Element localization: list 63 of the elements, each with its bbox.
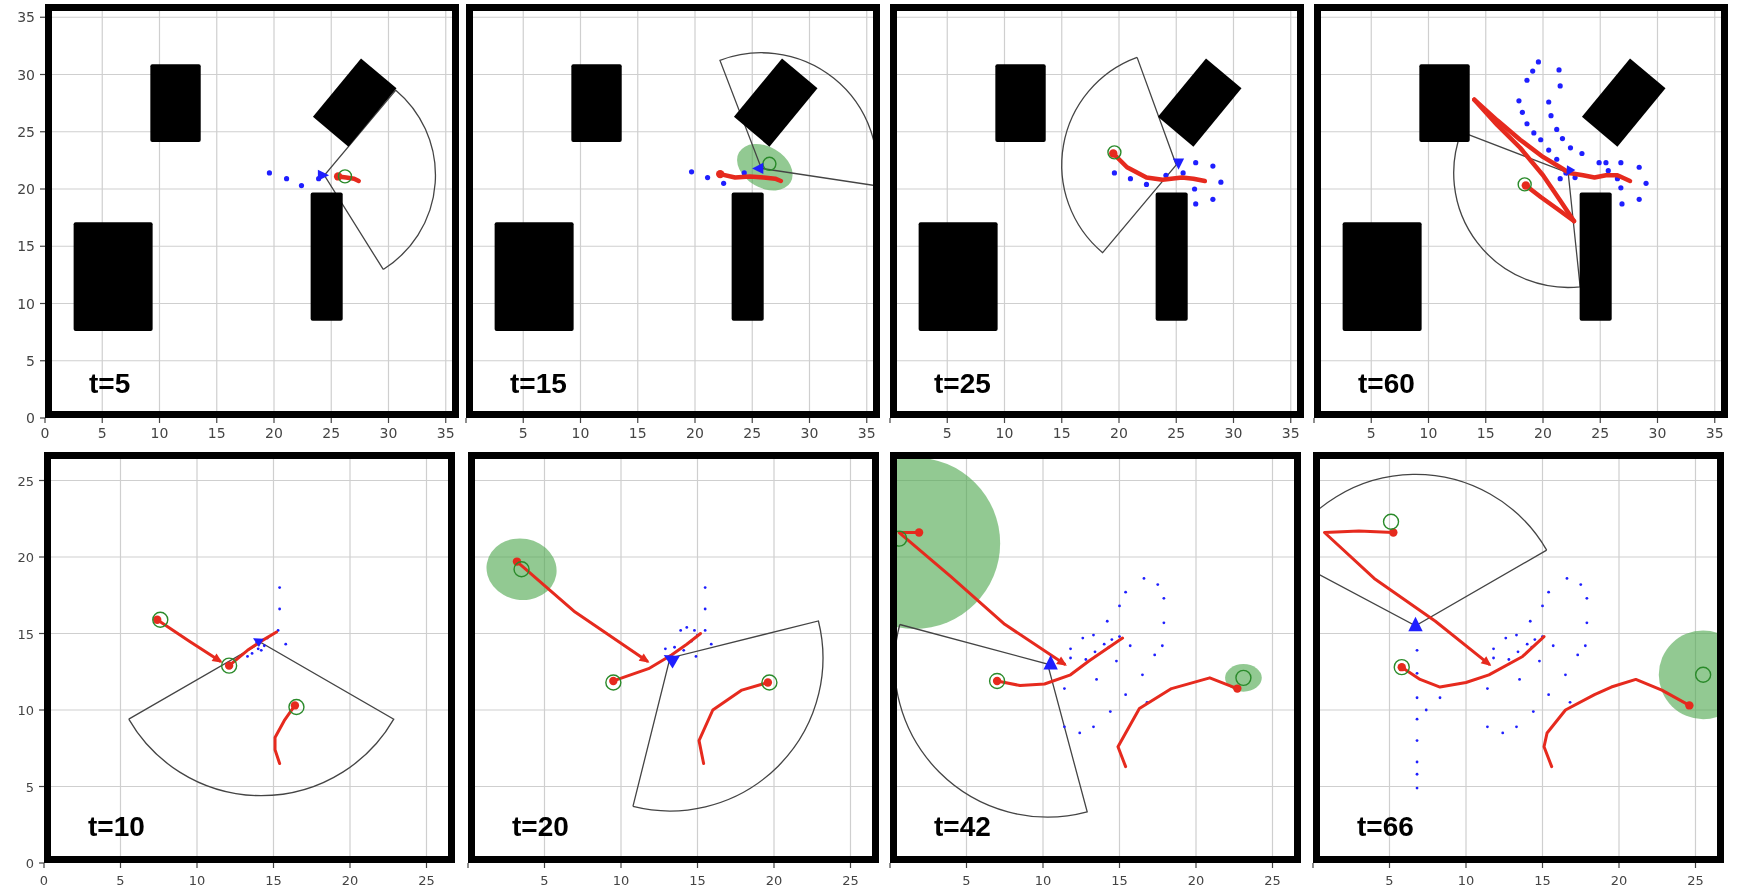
tick-label: 10 <box>571 426 590 440</box>
tick-label: 5 <box>1366 426 1376 440</box>
tick-label: 20 <box>17 550 34 564</box>
tick-label: 0 <box>26 411 35 425</box>
tick-label: 35 <box>857 426 876 440</box>
tick-label: 30 <box>1648 426 1667 440</box>
tick-label: 25 <box>1264 874 1281 887</box>
tick-label: 30 <box>800 426 819 440</box>
tick-label: 10 <box>150 426 169 440</box>
tick-label: 15 <box>17 239 35 254</box>
tick-label: 10 <box>612 874 630 887</box>
tick-label: 5 <box>26 353 35 368</box>
tick-label: 5 <box>540 874 549 887</box>
tick-label: 30 <box>17 67 35 82</box>
tick-label: 35 <box>436 426 455 440</box>
tick-label: 15 <box>17 627 34 640</box>
tick-label: 20 <box>1534 426 1552 440</box>
tick-label: 10 <box>995 426 1014 440</box>
tick-label: 10 <box>1034 874 1052 887</box>
tick-label: 5 <box>1385 874 1394 887</box>
tick-label: 15 <box>207 426 226 440</box>
tick-label: 20 <box>341 874 359 887</box>
tick-label: 25 <box>1687 874 1704 887</box>
tick-label: 15 <box>1111 874 1128 887</box>
tick-label: 25 <box>743 426 762 440</box>
tick-label: 35 <box>1281 426 1300 440</box>
tick-label: 25 <box>322 426 341 440</box>
tick-label: 30 <box>379 426 398 440</box>
tick-label: 20 <box>265 426 283 440</box>
tick-label: 25 <box>1591 426 1610 440</box>
tick-label: 0 <box>25 856 34 870</box>
tick-label: 15 <box>265 874 282 887</box>
tick-label: 25 <box>418 874 435 887</box>
tick-label: 20 <box>765 874 783 887</box>
tick-label: 25 <box>17 474 34 487</box>
tick-label: 20 <box>686 426 704 440</box>
tick-label: 10 <box>1419 426 1438 440</box>
tick-label: 10 <box>188 874 206 887</box>
tick-label: 10 <box>17 703 34 717</box>
tick-label: 5 <box>518 426 528 440</box>
tick-label: 15 <box>1476 426 1495 440</box>
tick-label: 20 <box>1610 874 1628 887</box>
tick-label: 20 <box>1187 874 1205 887</box>
tick-label: 10 <box>17 296 35 311</box>
tick-label: 5 <box>962 874 971 887</box>
tick-label: 15 <box>1534 874 1551 887</box>
tick-label: 25 <box>842 874 859 887</box>
tick-label: 35 <box>17 10 35 25</box>
tick-label: 5 <box>116 874 125 887</box>
tick-label: 30 <box>1224 426 1243 440</box>
tick-label: 10 <box>1457 874 1475 887</box>
tick-label: 25 <box>1167 426 1186 440</box>
tick-label: 15 <box>628 426 647 440</box>
tick-label: 5 <box>942 426 952 440</box>
tick-label: 0 <box>40 426 50 440</box>
tick-label: 0 <box>39 874 49 887</box>
tick-label: 25 <box>17 124 35 139</box>
tick-label: 15 <box>1052 426 1071 440</box>
tick-label: 20 <box>1110 426 1128 440</box>
tick-label: 35 <box>1705 426 1724 440</box>
tick-label: 5 <box>97 426 107 440</box>
tick-label: 15 <box>689 874 706 887</box>
tick-label: 5 <box>25 780 34 793</box>
